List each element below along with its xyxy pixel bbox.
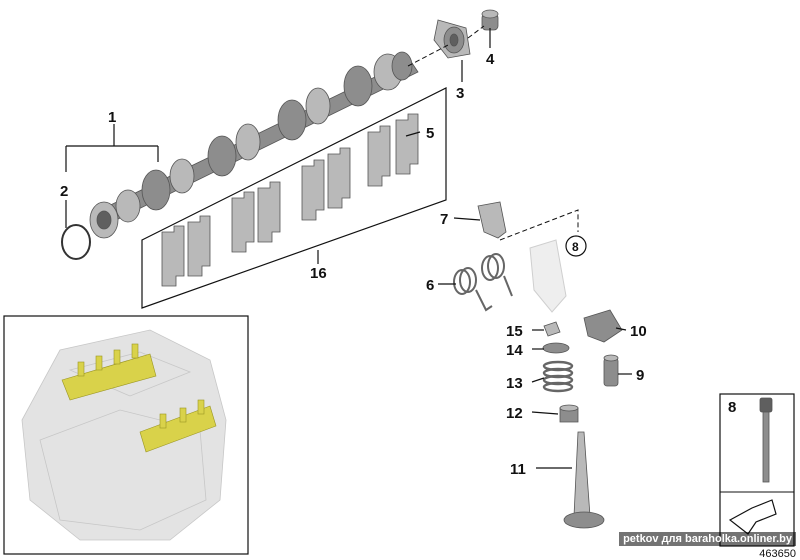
roller-finger: [583, 309, 623, 343]
bearing-caps: [161, 113, 419, 287]
callout-2: 2: [60, 183, 68, 200]
callout-12: 12: [506, 405, 523, 422]
watermark-text: petkov для baraholka.onliner.by: [619, 532, 796, 546]
sensor-wheel: [433, 19, 471, 59]
diagram-id: 463650: [759, 548, 796, 560]
camshaft: [89, 51, 419, 239]
leader-lines: [65, 28, 632, 469]
engine-inset-frame: [3, 315, 249, 555]
callout-16: 16: [310, 265, 327, 282]
valve: [563, 431, 605, 529]
plug: [481, 9, 499, 31]
valve-keepers: [543, 321, 561, 337]
callout-8-box: 8: [728, 399, 736, 416]
callout-13: 13: [506, 375, 523, 392]
callout-11: 11: [510, 461, 526, 478]
callout-1: 1: [108, 109, 116, 126]
bolt: [759, 397, 773, 483]
torsion-springs: [453, 253, 513, 312]
callout-7: 7: [440, 211, 448, 228]
callout-8-circle: 8: [572, 240, 579, 254]
callout-14: 14: [506, 342, 523, 359]
callout-5: 5: [426, 125, 434, 142]
callout-3: 3: [456, 85, 464, 102]
engine-inset: [21, 329, 227, 541]
retaining-plate: [477, 201, 507, 239]
bolt-frame: [719, 393, 795, 547]
callout-10: 10: [630, 323, 647, 340]
direction-arrow-icon: [728, 499, 777, 535]
callout-9: 9: [636, 367, 644, 384]
o-ring: [61, 224, 91, 260]
callout-15: 15: [506, 323, 523, 340]
spring-retainer: [542, 342, 570, 354]
bearing-caps-frame: [141, 87, 447, 309]
callout-4: 4: [486, 51, 495, 68]
hydraulic-element: [603, 354, 619, 387]
valve-spring: [542, 360, 574, 393]
ref-circle-8: [565, 235, 587, 257]
callout-6: 6: [426, 277, 434, 294]
rocker-ghost: [529, 239, 567, 313]
